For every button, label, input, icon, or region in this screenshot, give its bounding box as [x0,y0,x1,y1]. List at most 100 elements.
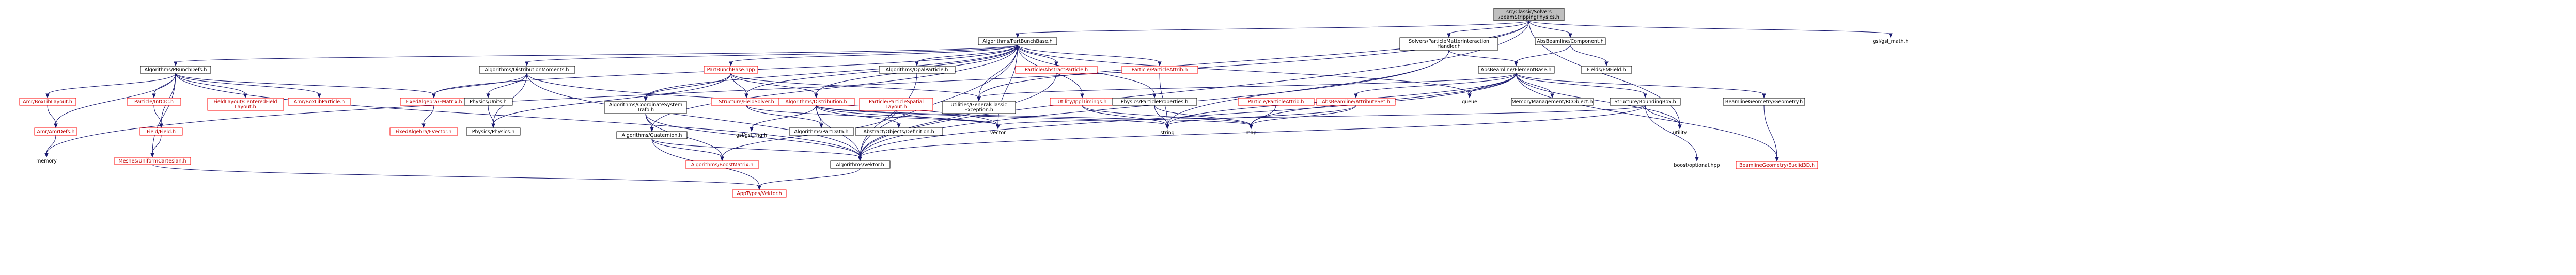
graph-node-php[interactable]: Physics/Physics.h [466,127,521,136]
graph-node-queue: queue [1462,99,1477,105]
node-box [1493,8,1565,21]
node-box [616,131,688,139]
node-label: Structure/BoundingBox.h [1614,99,1676,105]
node-box [1316,98,1396,106]
graph-node-aop[interactable]: Algorithms/OpalParticle.h [879,66,956,74]
graph-node-sbb[interactable]: Structure/BoundingBox.h [1610,98,1681,106]
node-box [19,98,76,106]
graph-node-ppah[interactable]: Particle/ParticleAttrib.h [1238,98,1315,106]
graph-node-ppp[interactable]: Physics/ParticleProperties.h [1112,98,1197,106]
edge-pcb-to-pbd [174,44,1018,67]
graph-node-ffv[interactable]: FixedAlgebra/FVector.h [389,127,458,136]
edge-ad-to-gslrng [750,105,817,132]
graph-node-aee[interactable]: AbsBeamline/ElementBase.h [1478,66,1555,74]
node-box [789,127,854,136]
graph-node-boostopt: boost/optional.hpp [1674,163,1720,168]
graph-node-memory: memory [36,158,57,164]
graph-node-pbhpp[interactable]: PartBunchBase.hpp [704,66,758,74]
graph-node-bgg[interactable]: BeamlineGeometry/Geometry.h [1723,98,1805,106]
node-label: Amr/BoxLibLayout.h [23,99,72,105]
node-label: Algorithms/Quaternion.h [622,133,682,138]
node-label: utility [1673,130,1687,136]
graph-node-abm[interactable]: Algorithms/BoostMatrix.h [685,160,759,169]
graph-node-muc[interactable]: Meshes/UniformCartesian.h [114,157,191,165]
node-box [288,98,351,106]
graph-node-vector: vector [990,130,1006,136]
graph-node-apd[interactable]: Algorithms/PartData.h [789,127,854,136]
graph-node-aq[interactable]: Algorithms/Quaternion.h [616,131,688,139]
graph-node-pbd[interactable]: Algorithms/PBunchDefs.h [140,66,211,74]
graph-node-utility: utility [1673,130,1687,136]
edge-av-to-apv [757,168,861,190]
graph-node-phu[interactable]: Physics/Units.h [464,98,513,106]
graph-node-av[interactable]: Algorithms/Vektor.h [830,160,891,169]
graph-node-pcb[interactable]: Algorithms/PartBunchBase.h [978,37,1057,45]
edge-pcb-to-aop [915,44,1018,67]
node-box [139,127,183,136]
graph-node-abll[interactable]: Amr/BoxLibLayout.h [19,98,76,106]
node-label: boost/optional.hpp [1674,163,1720,168]
edge-aee-to-ugce [977,73,1517,102]
edge-pbhpp-to-sfs [730,73,748,99]
edge-aq-to-abm [651,138,724,161]
node-label: Utilities/GeneralClassic [950,102,1007,108]
graph-node-picic[interactable]: Particle/IntCIC.h [127,98,181,106]
graph-node-adm[interactable]: Algorithms/DistributionMoments.h [479,66,575,74]
graph-node-faf[interactable]: FixedAlgebra/FMatrix.h [400,98,469,106]
node-box [466,127,521,136]
node-label: string [1160,130,1174,136]
graph-node-abp[interactable]: Amr/BoxLibParticle.h [288,98,351,106]
graph-node-root[interactable]: src/Classic/Solvers/BeamStrippingPhysics… [1493,8,1565,21]
node-label: Particle/ParticleAttrib.h [1132,67,1188,73]
node-box [855,127,943,136]
node-label: Particle/AbstractParticle.h [1025,67,1088,73]
node-box [604,101,687,114]
node-box [127,98,181,106]
node-box [830,160,891,169]
node-label: FixedAlgebra/FVector.h [396,129,452,135]
node-box [479,66,575,74]
graph-node-spmi[interactable]: Solvers/ParticleMatterInteractionHandler… [1399,37,1498,51]
graph-node-mmrc[interactable]: MemoryManagement/RCObject.h [1511,98,1594,106]
edge-adm-to-phu [486,73,527,99]
graph-node-ppa[interactable]: Particle/ParticleAttrib.h [1121,66,1198,74]
edge-faf-to-ffv [421,105,434,128]
edge-aee-to-bgg [1516,73,1766,99]
graph-node-abc[interactable]: AbsBeamline/Component.h [1535,37,1606,45]
graph-node-sfs[interactable]: Structure/FieldSolver.h [711,98,782,106]
nodes-layer: src/Classic/Solvers/BeamStrippingPhysics… [19,8,1909,198]
graph-node-abaf[interactable]: AbsBeamline/AttributeSet.h [1316,98,1396,106]
node-label: vector [990,130,1006,136]
node-label: Physics/Physics.h [472,129,515,135]
graph-node-apv[interactable]: AppTypes/Vektor.h [732,189,787,198]
node-label: memory [36,158,57,164]
node-label: gsl/gsl_math.h [1872,39,1908,44]
node-label: Field/Field.h [147,129,176,135]
node-label: AbsBeamline/ElementBase.h [1481,67,1552,73]
graph-node-aad[interactable]: Amr/AmrDefs.h [34,127,77,136]
graph-node-ad[interactable]: Algorithms/Distribution.h [778,98,855,106]
node-box [1610,98,1681,106]
graph-node-uth[interactable]: Utility/IpplTimings.h [1050,98,1115,106]
node-box [1723,98,1805,106]
node-box [1581,66,1632,74]
graph-node-ff[interactable]: Field/Field.h [139,127,183,136]
node-box [978,37,1057,45]
node-label: AppTypes/Vektor.h [737,191,782,197]
edge-abaf-to-string [1165,105,1356,130]
node-box [114,157,191,165]
edge-root-to-pcb [1016,20,1529,38]
edge-bgg-to-bge [1763,105,1779,162]
edge-pbd-to-abp [175,73,321,99]
graph-node-pap[interactable]: Particle/AbstractParticle.h [1015,66,1098,74]
node-box [1535,37,1606,45]
node-box [778,98,855,106]
node-label: Fields/EMField.h [1587,67,1626,73]
graph-node-fef[interactable]: Fields/EMField.h [1581,66,1632,74]
graph-node-aod[interactable]: Abstract/Objects/Definition.h [855,127,943,136]
graph-node-bge[interactable]: BeamlineGeometry/Euclid3D.h [1736,161,1818,169]
